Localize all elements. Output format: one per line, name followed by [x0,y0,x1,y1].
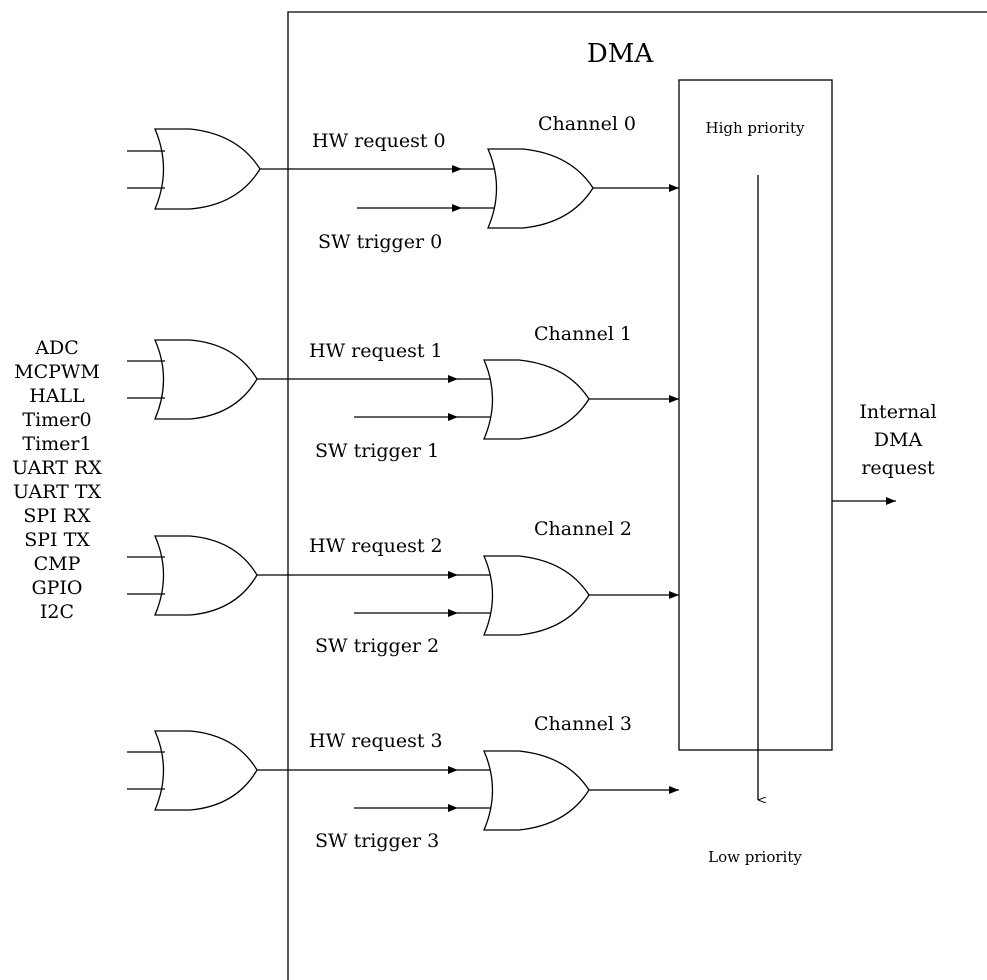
channel-label: Channel 1 [534,323,632,345]
source-label: SPI TX [24,529,90,551]
source-label: GPIO [31,577,82,599]
channel-1-group: HW request 1 SW trigger 1 Channel 1 [127,323,679,462]
sw-trigger-label: SW trigger 0 [318,231,442,253]
channel-or-gate [487,148,594,229]
source-label: Timer1 [22,433,91,455]
hw-request-label: HW request 0 [312,130,446,152]
source-label: MCPWM [14,361,100,383]
input-or-gate [154,535,258,616]
channel-or-gate [483,359,590,440]
input-or-gate [154,339,258,420]
channel-label: Channel 2 [534,518,632,540]
output-label-line3: request [861,457,935,479]
dma-block-border [287,11,987,980]
sw-trigger-label: SW trigger 1 [315,440,439,462]
sw-trigger-label: SW trigger 2 [315,635,439,657]
input-or-gate [154,730,258,811]
request-source-list: ADC MCPWM HALL Timer0 Timer1 UART RX UAR… [12,337,102,623]
sw-trigger-label: SW trigger 3 [315,830,439,852]
source-label: HALL [29,385,85,407]
channel-label: Channel 3 [534,713,632,735]
source-label: CMP [34,553,81,575]
channel-0-group: HW request 0 SW trigger 0 Channel 0 [127,113,679,253]
source-label: UART TX [13,481,102,503]
source-label: I2C [40,601,74,623]
source-label: SPI RX [23,505,91,527]
channel-3-group: HW request 3 SW trigger 3 Channel 3 [127,713,679,852]
source-label: ADC [34,337,79,359]
source-label: UART RX [12,457,102,479]
high-priority-label: High priority [706,119,806,137]
source-label: Timer0 [22,409,91,431]
dma-title: DMA [587,39,654,69]
hw-request-label: HW request 2 [309,535,443,557]
input-or-gate [154,128,261,210]
channel-or-gate [483,555,590,636]
channel-label: Channel 0 [538,113,636,135]
hw-request-label: HW request 1 [309,340,443,362]
output-label-line2: DMA [874,429,923,451]
low-priority-label: Low priority [708,848,802,866]
priority-arbiter-box [678,79,833,751]
output-label-line1: Internal [859,401,936,423]
channel-or-gate [483,750,590,831]
hw-request-label: HW request 3 [309,730,443,752]
channel-2-group: HW request 2 SW trigger 2 Channel 2 [127,518,679,657]
